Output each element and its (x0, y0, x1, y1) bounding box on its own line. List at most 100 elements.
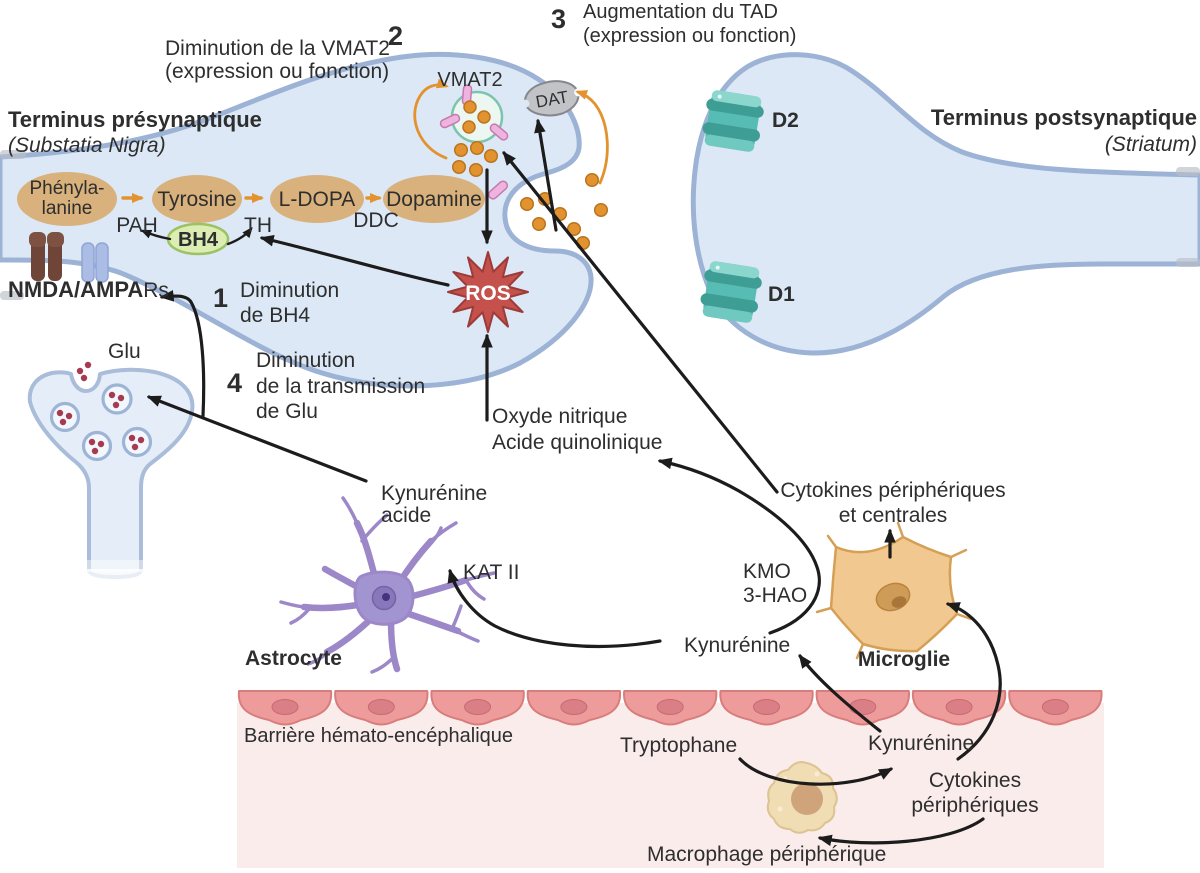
cleft-dopamine-dots (519, 172, 609, 251)
axon-cut-edge (0, 291, 24, 300)
number-1: 1 (213, 283, 228, 313)
phenylalanine-label-1: Phényla- (30, 178, 105, 199)
arrow-kyn-kmo-quinolinic (657, 457, 821, 635)
postsynaptic-terminal-shape (690, 52, 1200, 356)
glu-dot (117, 394, 125, 402)
axon-cut-edge (1176, 258, 1200, 267)
kynurenine-brain-label: Kynurénine (684, 634, 790, 657)
tad-change-line2: (expression ou fonction) (583, 25, 796, 47)
bh4-change-line1: Diminution (240, 279, 339, 302)
kynurenine-acide-line1: Kynurénine (381, 482, 487, 505)
glu-dot (91, 447, 99, 455)
cytosolic-dopamine-dots (451, 140, 499, 178)
cytokines-central-line1: Cytokines périphériques (780, 479, 1005, 502)
bbb-label: Barrière hémato-encéphalique (244, 725, 513, 747)
glu-dot (59, 418, 67, 426)
tyrosine-node (152, 175, 242, 223)
arrow-cytokines-to-macrophage (817, 817, 985, 847)
glu-dot (131, 443, 139, 451)
bh4-change-line2: de BH4 (240, 304, 310, 327)
dopamine-dot (483, 148, 499, 164)
arrow-cytokines-to-microglia (945, 602, 1002, 761)
glu-vesicles (49, 361, 153, 462)
bh4-to-th-arrow (226, 226, 253, 246)
macrophage-granule (814, 771, 820, 777)
nmda-ampa-label: NMDA/AMPARs (8, 277, 169, 302)
nmda-receptor (29, 232, 64, 281)
glu-change-line3: de Glu (256, 400, 318, 423)
glu-dot (112, 401, 120, 409)
arrow-vmat2-cycle (413, 78, 449, 160)
macrophage-label: Macrophage périphérique (647, 843, 886, 866)
glu-vesicle (101, 383, 133, 415)
microglia-cell (815, 521, 973, 660)
glu-dot (65, 412, 73, 420)
dopamine-dot (453, 142, 469, 158)
microglia-nucleolus (891, 596, 907, 608)
ros-star: ROS (447, 251, 529, 333)
dopamine-dot (462, 120, 476, 134)
vmat2-transporter (439, 113, 461, 129)
glu-vesicle (81, 430, 113, 462)
glu-dot (137, 436, 145, 444)
number-2: 2 (388, 21, 403, 51)
glu-change-line2: de la transmission (256, 375, 425, 398)
arrow-dat-cycle (575, 90, 609, 185)
arrow-kynacid-to-nmda (159, 290, 206, 418)
bbb-endothelial-cell (237, 690, 333, 726)
postsynaptic-title: Terminus postsynaptique (931, 105, 1197, 130)
vmat2-transporter (489, 123, 509, 141)
astrocyte-nucleolus (382, 593, 390, 601)
vmat2-change-line2: (expression ou fonction) (165, 60, 389, 83)
kynurenine-blood-label: Kynurénine (868, 732, 974, 755)
macrophage-nucleus (791, 783, 823, 815)
vmat2-vesicle (439, 84, 509, 144)
dopamine-dot (477, 110, 491, 124)
arrow-cytokines-to-dopamine (502, 151, 779, 494)
glu-vesicle (121, 426, 153, 458)
arrow-to-dat (534, 118, 558, 232)
blood-region (237, 703, 1104, 868)
d1-receptor (700, 261, 762, 323)
tyrosine-label: Tyrosine (157, 188, 236, 211)
d2-label: D2 (772, 109, 799, 132)
ampa-receptor (81, 242, 109, 283)
axon-cut-edge (0, 150, 26, 159)
nmda-ampa-suffix: Rs (143, 279, 169, 302)
macrophage-granule (777, 806, 783, 812)
astrocyte-cell (279, 496, 496, 674)
blood-brain-barrier (237, 690, 1103, 726)
glu-dot-released (80, 374, 88, 382)
hao-label: 3-HAO (743, 584, 807, 607)
vmat2-change-line1: Diminution de la VMAT2 (165, 37, 390, 60)
dopamine-dot (593, 202, 609, 218)
dopamine-dot (463, 100, 477, 114)
microglia-label: Microglie (858, 648, 950, 671)
glu-label: Glu (108, 340, 141, 363)
glu-dot (128, 434, 136, 442)
astrocyte-label: Astrocyte (245, 647, 342, 670)
cytokines-peripheral-line2: périphériques (911, 794, 1038, 817)
glu-dot (88, 438, 96, 446)
dopamine-dot (469, 140, 485, 156)
kmo-label: KMO (743, 560, 791, 583)
glu-stem-fade2 (86, 569, 144, 579)
arrow-kynacid-to-glu-terminal (146, 395, 368, 483)
microglia-process (815, 521, 973, 660)
ldopa-label: L-DOPA (279, 188, 356, 211)
kat2-label: KAT II (463, 561, 519, 584)
dopamine-dot (519, 196, 535, 212)
glu-dot (108, 391, 116, 399)
cytokines-peripheral-line1: Cytokines (929, 769, 1021, 792)
pah-label: PAH (116, 214, 158, 237)
axon-cut-edge (1176, 167, 1200, 176)
vmat2-label: VMAT2 (437, 69, 502, 91)
glu-dot (56, 409, 64, 417)
presynaptic-subtitle: (Substatia Nigra) (8, 134, 166, 157)
dopamine-synthesis-pathway (17, 172, 485, 256)
phenylalanine-label-2: lanine (42, 198, 93, 219)
oxyde-nitrique-label: Oxyde nitrique (492, 405, 627, 428)
cytokines-central-line2: et centrales (839, 504, 948, 527)
